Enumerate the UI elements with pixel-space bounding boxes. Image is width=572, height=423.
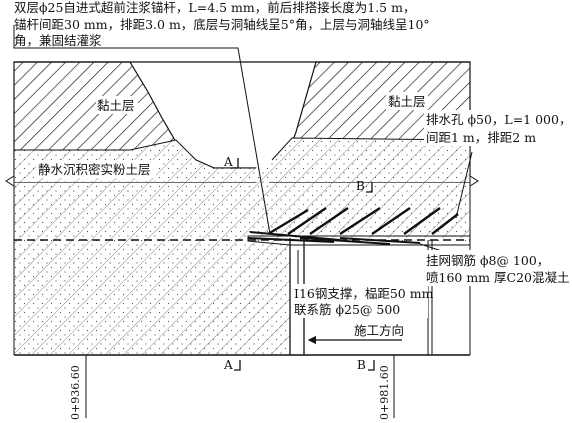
clay-right-label-bg [386,92,428,110]
svg-text:角，兼固结灌浆: 角，兼固结灌浆 [14,33,102,48]
svg-text:双层ϕ25自进式超前注浆锚杆，L=4.5 mm，前后排搭接长: 双层ϕ25自进式超前注浆锚杆，L=4.5 mm，前后排搭接长度为1.5 m， [14,0,415,15]
station-right-label: 0+981.60 [378,365,391,420]
silt-label-bg [36,160,156,178]
svg-text:喷160 mm 厚C20混凝土: 喷160 mm 厚C20混凝土 [426,270,569,285]
station-left-label: 0+936.60 [69,365,82,420]
drain-annotation: 排水孔 ϕ50，L=1 000， 间距1 m，排距2 m [424,110,572,146]
bolt-spec-annotation: 双层ϕ25自进式超前注浆锚杆，L=4.5 mm，前后排搭接长度为1.5 m， 锚… [14,0,430,48]
section-mark-b-bottom: B [357,358,375,372]
section-mark-a-bottom: A [223,358,241,372]
clay-left-label-bg [96,96,138,114]
svg-text:间距1 m，排距2 m: 间距1 m，排距2 m [426,130,536,145]
section-mark-a-top: A [223,155,239,169]
break-symbol-left [5,175,15,187]
svg-text:A: A [223,358,233,372]
drain-holes [267,206,459,236]
break-symbol-right [469,175,479,187]
direction-label: 施工方向 [354,323,404,338]
svg-text:I16钢支撑，榀距50 mm: I16钢支撑，榀距50 mm [294,286,434,301]
svg-text:排水孔 ϕ50，L=1 000，: 排水孔 ϕ50，L=1 000， [426,112,571,127]
svg-text:联系筋 ϕ25@ 500: 联系筋 ϕ25@ 500 [294,302,400,317]
svg-text:B: B [356,179,365,193]
silt-label: 静水沉积密实粉土层 [38,162,151,177]
advance-bolts [247,231,421,245]
direction-label-bg [352,322,408,338]
clay-right-label: 黏土层 [388,94,426,109]
steel-support-annotation: I16钢支撑，榀距50 mm 联系筋 ϕ25@ 500 [292,284,434,318]
svg-text:B: B [357,358,366,372]
leader-line-drain [455,151,473,219]
section-mark-b-top: B [356,179,373,193]
svg-text:A: A [223,155,233,169]
mesh-annotation: 挂网钢筋 ϕ8@ 100， 喷160 mm 厚C20混凝土 [424,250,572,286]
svg-text:锚杆间距30 mm，排距3.0 m，底层与洞轴线呈5°角，上: 锚杆间距30 mm，排距3.0 m，底层与洞轴线呈5°角，上层与洞轴线呈10° [14,17,430,32]
leader-line-bolt [13,25,271,235]
svg-text:挂网钢筋 ϕ8@ 100，: 挂网钢筋 ϕ8@ 100， [426,253,549,268]
clay-left-label: 黏土层 [97,98,135,113]
